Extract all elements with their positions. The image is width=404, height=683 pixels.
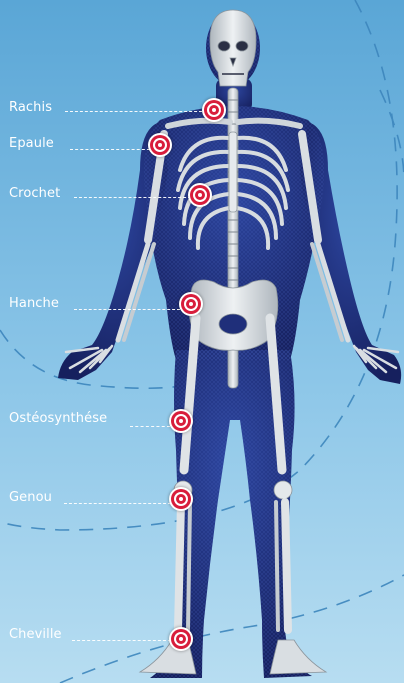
label-crochet: Crochet [9, 186, 60, 202]
leader-hanche [74, 309, 180, 310]
leader-crochet [74, 197, 191, 198]
leader-genou [64, 503, 171, 504]
leader-epaule [70, 149, 150, 150]
leader-osteosynthese [130, 426, 170, 427]
label-genou: Genou [9, 490, 52, 506]
leader-rachis [65, 111, 207, 112]
leader-cheville [72, 640, 171, 641]
hotspot-cheville-marker[interactable] [169, 627, 193, 651]
hotspot-genou-marker[interactable] [169, 487, 193, 511]
hotspot-hanche-marker[interactable] [179, 292, 203, 316]
label-cheville: Cheville [9, 627, 62, 643]
label-hanche: Hanche [9, 296, 59, 312]
hotspot-epaule-marker[interactable] [148, 133, 172, 157]
label-rachis: Rachis [9, 100, 52, 116]
hotspot-crochet-marker[interactable] [188, 183, 212, 207]
label-osteosynthese: Ostéosynthése [9, 411, 107, 427]
hotspot-rachis-marker[interactable] [202, 98, 226, 122]
hotspot-osteosynthese-marker[interactable] [169, 409, 193, 433]
label-epaule: Epaule [9, 136, 54, 152]
